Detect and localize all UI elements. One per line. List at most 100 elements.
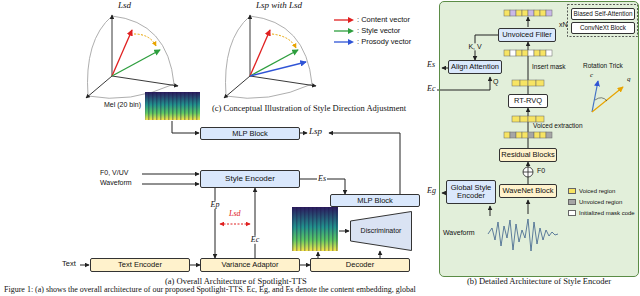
axis-line	[86, 76, 112, 98]
token-cell	[504, 50, 510, 56]
legend-swatch	[568, 210, 576, 216]
token-row	[504, 10, 552, 16]
mel-spectrogram	[145, 92, 200, 120]
prosody-vector	[250, 62, 306, 76]
token-cell	[516, 132, 522, 138]
discriminator-block: Discriminator	[350, 211, 412, 251]
legend-line-sample	[334, 41, 349, 42]
token-row	[504, 50, 552, 56]
token-cell	[528, 116, 536, 122]
token-row	[512, 116, 544, 122]
connector-arrow	[528, 108, 529, 148]
node-label: RT-RVQ	[514, 97, 542, 105]
legend-item: : Prosody vector	[334, 37, 411, 46]
axis-line	[112, 15, 113, 76]
adjust-arc	[272, 34, 296, 48]
token-cell	[510, 132, 516, 138]
text-label: Waveform	[100, 179, 132, 187]
attention-box: Align Attention	[448, 60, 502, 74]
axis-line	[224, 76, 250, 98]
text-label: Q	[493, 78, 498, 86]
legend-swatch	[568, 199, 576, 205]
token-cell	[540, 10, 546, 16]
token-cell	[534, 50, 540, 56]
arrow-line	[80, 265, 89, 266]
arrow-line	[300, 133, 307, 134]
mel-spectrogram	[292, 207, 338, 251]
connector-arrow	[300, 265, 310, 266]
residual-box: Residual Blocks	[499, 148, 557, 162]
token-cell	[516, 50, 522, 56]
token-cell	[520, 80, 528, 86]
text-label: Lsd	[118, 1, 131, 11]
text-label: q	[627, 76, 631, 84]
sphere-arc	[112, 16, 174, 84]
text-label: F0	[537, 167, 545, 175]
encoder-box: Text Encoder	[90, 258, 190, 272]
token-cell	[546, 50, 552, 56]
rotation-arc	[595, 98, 607, 101]
node-label: Decoder	[346, 261, 374, 269]
token-cell	[528, 132, 534, 138]
legend-line-sample	[334, 17, 354, 23]
edge-label: Ep	[210, 201, 221, 209]
node-label: Residual Blocks	[501, 151, 554, 159]
figure-caption: Figure 1: (a) shows the overall architec…	[4, 286, 416, 295]
legend-item: Initialized mask code	[568, 210, 635, 216]
text-label: Voiced extraction	[533, 122, 583, 129]
arrow-line	[490, 206, 491, 216]
text-label: Lsp	[309, 127, 322, 137]
legend-item: : Content vector	[334, 15, 410, 24]
text-label: Rotation Trick	[583, 62, 623, 69]
sphere-arc	[226, 84, 312, 98]
node-label: Biased Self-Attention	[574, 11, 633, 18]
sphere-arc	[226, 16, 251, 96]
legend-item: Unvoiced region	[568, 199, 622, 205]
trapezoid-shape	[351, 212, 412, 251]
token-cell	[534, 10, 540, 16]
mel-spectrogram	[145, 92, 200, 120]
node-label: Global Style Encoder	[447, 184, 495, 200]
node-label: WaveNet Block	[503, 187, 554, 195]
sum-symbol	[523, 167, 533, 177]
token-row	[512, 80, 544, 86]
token-cell	[510, 10, 516, 16]
legend-swatch	[568, 188, 576, 194]
style-vector	[250, 50, 298, 76]
legend-item: : Style vector	[334, 26, 400, 35]
arrow-line	[142, 174, 199, 175]
node-label: Align Attention	[451, 63, 499, 71]
sphere-arc	[88, 16, 113, 96]
connector-arrow	[190, 265, 200, 266]
loss-arrow	[220, 224, 250, 225]
axis-line	[112, 76, 178, 86]
legend-line-sample	[334, 28, 354, 34]
text-label: Waveform	[443, 229, 475, 237]
legend-text: : Content vector	[357, 15, 410, 24]
legend-text: : Prosody vector	[357, 37, 411, 46]
arrow-line	[437, 77, 490, 90]
token-cell	[534, 132, 540, 138]
sphere-arc	[250, 16, 312, 84]
text-label: Eg	[427, 187, 436, 196]
token-cell	[540, 132, 546, 138]
text-label: Text	[62, 260, 76, 268]
token-cell	[522, 132, 528, 138]
encoder-box: Style Encoder	[200, 170, 300, 188]
adaptor-box: Variance Adaptor	[200, 258, 300, 272]
convnext-box: ConvNeXt Block	[571, 22, 635, 34]
legend-line-sample	[334, 30, 349, 31]
legend-item: Voiced region	[568, 188, 615, 194]
edge-label: K, V	[467, 43, 482, 50]
text-label: (c) Conceptual Illustration of Style Dir…	[212, 104, 406, 113]
mlp-block: MLP Block	[330, 194, 420, 207]
legend-line-sample	[348, 17, 354, 23]
waveform-image	[488, 219, 558, 251]
arrow-line	[172, 121, 199, 133]
quantizer-box: RT-RVQ	[508, 94, 548, 108]
edge-label: Ec	[250, 236, 260, 244]
node-label: ConvNeXt Block	[580, 25, 626, 32]
token-cell	[540, 50, 546, 56]
legend-line-sample	[348, 39, 354, 45]
wavenet-box: WaveNet Block	[499, 184, 557, 198]
